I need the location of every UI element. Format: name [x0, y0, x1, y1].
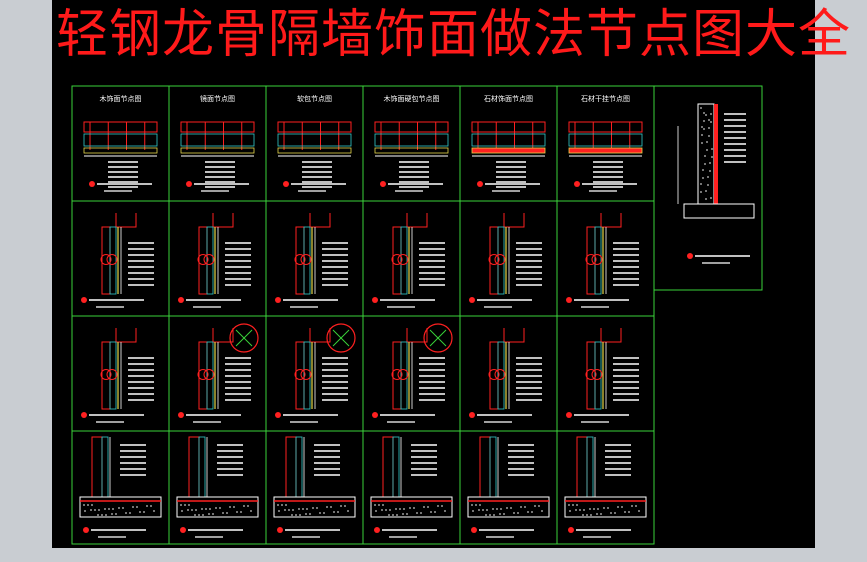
node-detail-row2-1: [81, 213, 154, 308]
node-detail-row3-3: [275, 323, 356, 423]
panel-frame: [459, 430, 558, 545]
panel-frame: [265, 430, 364, 545]
node-detail-row4-3: [273, 436, 356, 538]
node-detail-side-panel: [677, 103, 755, 264]
panel-frame: [653, 85, 763, 291]
node-detail-row3-4: [372, 323, 453, 423]
node-detail-row1-3: 软包节点图: [277, 94, 352, 192]
node-detail-row4-2: [176, 436, 259, 538]
panel-frame: [556, 430, 655, 545]
panel-header: 软包节点图: [297, 94, 332, 103]
panel-frame: [362, 430, 461, 545]
node-detail-row1-2: 镜面节点图: [180, 94, 255, 192]
node-detail-row4-6: [564, 436, 647, 538]
node-detail-row2-5: [469, 213, 542, 308]
node-detail-row3-2: [178, 323, 259, 423]
panel-header: 石材干挂节点图: [581, 94, 630, 103]
node-detail-row3-5: [469, 328, 542, 423]
node-detail-row1-4: 木饰面硬包节点图: [374, 94, 449, 192]
node-detail-row3-1: [81, 328, 154, 423]
node-detail-row4-1: [79, 436, 162, 538]
panel-header: 木饰面硬包节点图: [384, 94, 440, 103]
node-detail-row1-1: 木饰面节点图: [83, 94, 158, 192]
node-detail-row2-2: [178, 213, 251, 308]
panel-header: 镜面节点图: [200, 94, 235, 103]
node-detail-row4-4: [370, 436, 453, 538]
node-detail-row4-5: [467, 436, 550, 538]
panel-header: 木饰面节点图: [100, 94, 142, 103]
node-detail-row2-3: [275, 213, 348, 308]
panel-frame: [71, 430, 170, 545]
node-detail-row2-6: [566, 213, 639, 308]
node-detail-row1-5: 石材饰面节点图: [471, 94, 546, 192]
node-detail-row3-6: [566, 328, 639, 423]
panel-header: 石材饰面节点图: [484, 94, 533, 103]
node-detail-row1-6: 石材干挂节点图: [568, 94, 643, 192]
panel-frame: [168, 430, 267, 545]
page-title: 轻钢龙骨隔墙饰面做法节点图大全: [56, 5, 852, 65]
node-detail-row2-4: [372, 213, 445, 308]
